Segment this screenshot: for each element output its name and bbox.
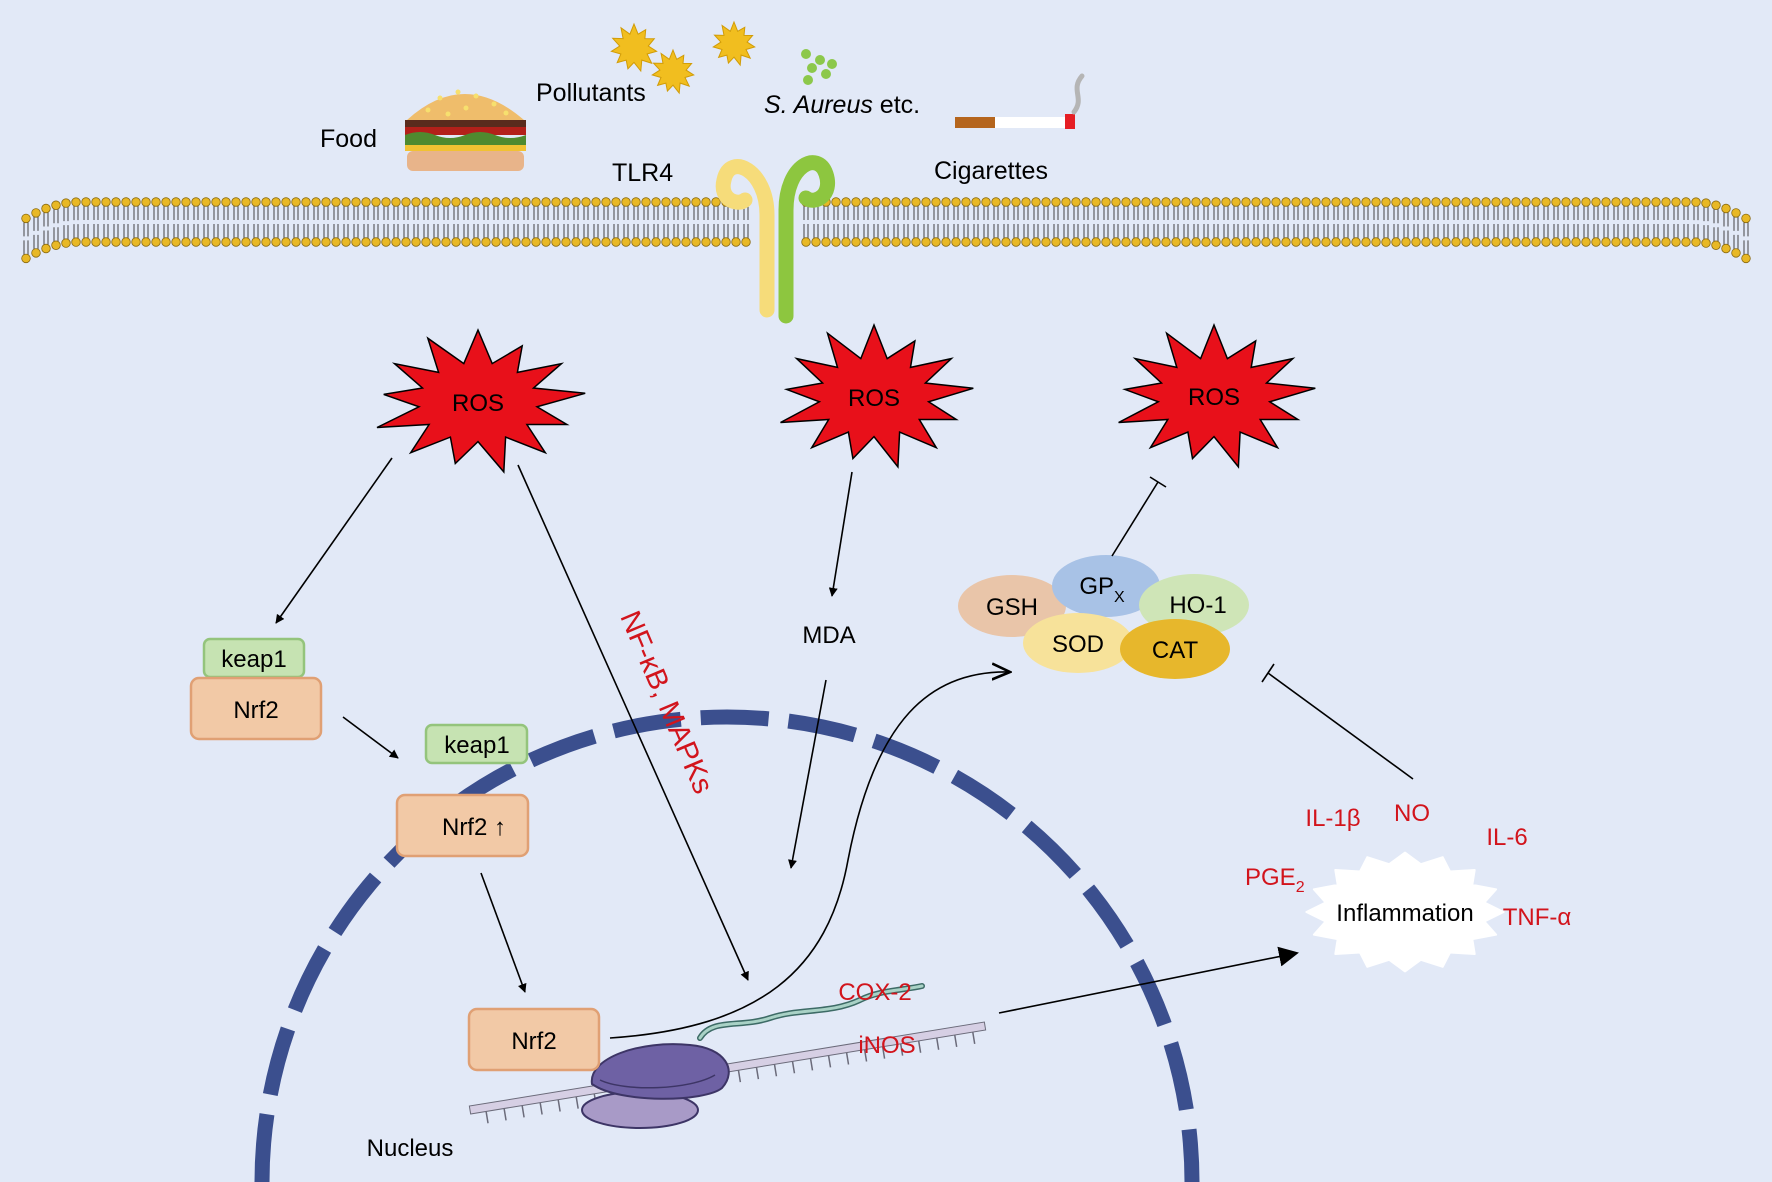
ribosome-icon bbox=[581, 1043, 730, 1129]
inflammation-cloud-shape bbox=[1305, 851, 1505, 973]
inhibit-ros-line bbox=[1111, 481, 1159, 557]
cat-label: CAT bbox=[1152, 637, 1199, 664]
ros-label: ROS bbox=[848, 385, 900, 412]
bacteria-icon bbox=[801, 49, 837, 85]
cigarette-icon bbox=[955, 73, 1085, 129]
burger-icon bbox=[405, 89, 526, 171]
inflammation-label: Inflammation bbox=[1336, 900, 1473, 927]
inhibit-antioxidant-bar bbox=[1261, 663, 1275, 683]
cox2-label: COX-2 bbox=[838, 979, 911, 1006]
nrf2-bound-box bbox=[189, 676, 323, 741]
keap1-bound-label: keap1 bbox=[221, 646, 286, 673]
cigarettes-label: Cigarettes bbox=[934, 157, 1048, 185]
tlr4-receptor-icon bbox=[715, 155, 836, 324]
ros-label: ROS bbox=[1188, 384, 1240, 411]
inflammation-cloud bbox=[1305, 851, 1505, 973]
arrow-ros-to-keap1 bbox=[275, 457, 393, 624]
pollutant-star bbox=[610, 22, 658, 73]
nrf2-nuclear-box bbox=[467, 1007, 601, 1072]
mda-label: MDA bbox=[802, 622, 855, 649]
mrna-strand bbox=[697, 983, 925, 1041]
ros-burst bbox=[1118, 322, 1316, 469]
il6-label: IL-6 bbox=[1486, 824, 1527, 851]
bacteria-label: S. Aureus etc. bbox=[764, 91, 920, 119]
cat-ellipse bbox=[1120, 619, 1230, 679]
antioxidant-enzyme-cluster bbox=[958, 555, 1249, 679]
lipid-heads bbox=[21, 197, 1751, 264]
sod-ellipse bbox=[1023, 613, 1133, 673]
ho1-label: HO-1 bbox=[1169, 592, 1226, 619]
arrow-nrf2-to-antioxidants bbox=[609, 672, 1010, 1039]
arrow-ros-to-mda bbox=[828, 471, 853, 597]
cell-membrane bbox=[21, 197, 1751, 264]
nrf2-nuclear-label: Nrf2 bbox=[511, 1028, 556, 1055]
arrow-genes-to-inflammation bbox=[998, 946, 1299, 1014]
nucleus-envelope bbox=[254, 709, 1200, 1182]
pge2-label: PGE2 bbox=[1245, 864, 1305, 896]
inhibit-antioxidant-line bbox=[1267, 672, 1414, 780]
gpx-label: GPX bbox=[1079, 573, 1125, 606]
nrf2-bound-label: Nrf2 bbox=[233, 697, 278, 724]
inhibit-ros-bar bbox=[1149, 476, 1167, 488]
arrow-ros-to-nucleus bbox=[517, 464, 749, 981]
arrow-nrf2-release bbox=[342, 716, 399, 759]
nrf2-up-label: Nrf2 ↑ bbox=[442, 814, 506, 841]
signaling-label: NF-κB, MAPKs bbox=[613, 606, 719, 798]
ros-burst-shape bbox=[1118, 322, 1316, 469]
arrows bbox=[275, 457, 1414, 1039]
tlr4-label: TLR4 bbox=[612, 159, 673, 187]
keap1-free-box bbox=[424, 723, 529, 765]
pollutant-star bbox=[712, 20, 756, 67]
food-label: Food bbox=[320, 125, 377, 153]
lipid-tails bbox=[23, 205, 1749, 256]
arrow-mda-to-nucleus bbox=[788, 679, 827, 869]
pollutants-label: Pollutants bbox=[536, 79, 646, 107]
nucleus-label: Nucleus bbox=[367, 1135, 454, 1162]
gpx-ellipse bbox=[1052, 555, 1160, 617]
il1b-label: IL-1β bbox=[1305, 805, 1360, 832]
ros-burst-shape bbox=[376, 328, 586, 474]
arrow-nrf2-translocation bbox=[480, 872, 527, 993]
no-label: NO bbox=[1394, 800, 1430, 827]
gsh-label: GSH bbox=[986, 594, 1038, 621]
ros-burst bbox=[376, 328, 586, 474]
tnfa-label: TNF-α bbox=[1503, 904, 1572, 931]
pollutant-icon bbox=[610, 20, 756, 95]
ros-burst-shape bbox=[780, 322, 974, 469]
inos-label: iNOS bbox=[858, 1032, 915, 1059]
ros-label: ROS bbox=[452, 390, 504, 417]
nrf2-up-box bbox=[395, 793, 530, 858]
pollutant-star bbox=[651, 48, 695, 95]
keap1-free-label: keap1 bbox=[444, 732, 509, 759]
ros-burst bbox=[780, 322, 974, 469]
gsh-ellipse bbox=[958, 575, 1066, 637]
sod-label: SOD bbox=[1052, 631, 1104, 658]
